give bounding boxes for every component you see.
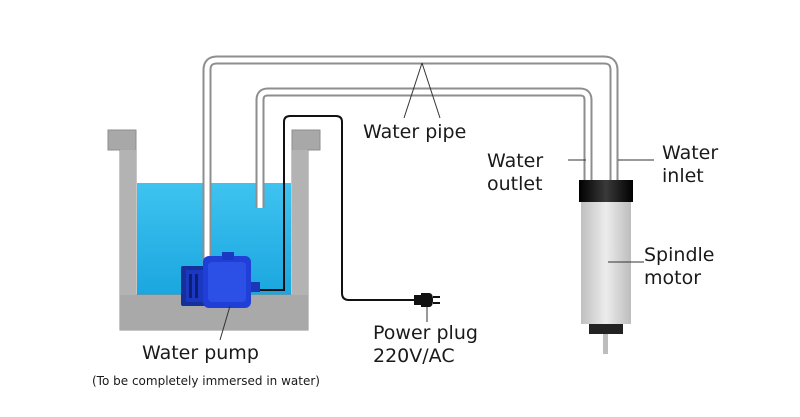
water-inlet-label-line1: Water <box>662 142 719 164</box>
spindle-motor-label-line1: Spindle <box>644 244 715 266</box>
power-cord <box>250 115 416 301</box>
water-outlet-label-line2: outlet <box>487 173 543 195</box>
power-plug-icon <box>414 293 440 307</box>
leader-lines <box>219 62 654 341</box>
water-pump-icon <box>181 252 260 308</box>
spindle-motor-label-line2: motor <box>644 267 702 289</box>
power-plug-label-line2: 220V/AC <box>373 345 455 367</box>
spindle-motor-icon <box>579 180 633 354</box>
water-pump-note: (To be completely immersed in water) <box>92 374 320 388</box>
power-plug-label-line1: Power plug <box>373 322 478 344</box>
water-inlet-label-line2: inlet <box>662 165 704 187</box>
tank-wall-left <box>120 150 136 330</box>
water-pipe-label: Water pipe <box>363 121 467 143</box>
water-outlet-label-line1: Water <box>487 150 544 172</box>
water-pump-label: Water pump <box>142 342 259 364</box>
tank-wall-right <box>292 150 308 330</box>
